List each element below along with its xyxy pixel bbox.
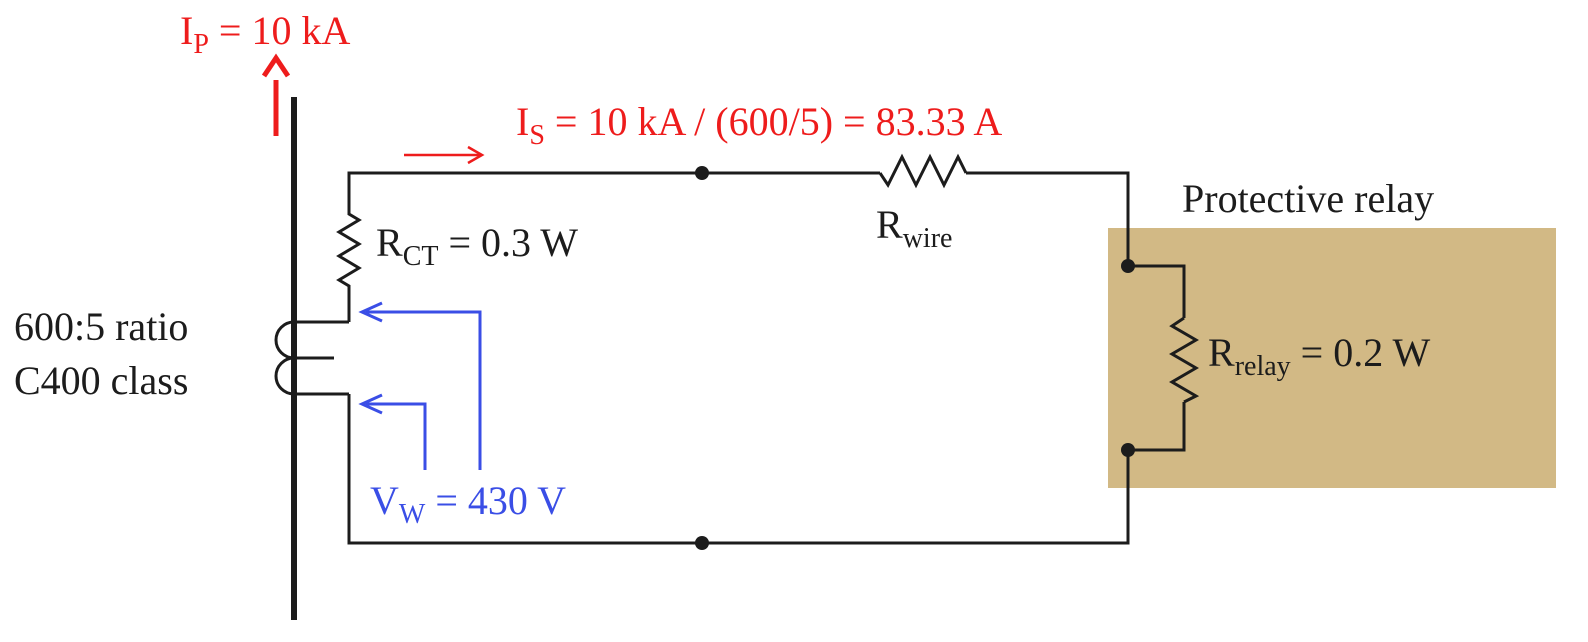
ct-ratio-label: 600:5 ratio (14, 304, 188, 349)
junction-dot (695, 536, 709, 550)
ct-resistor (336, 205, 362, 290)
ct-secondary-winding (274, 320, 349, 396)
junction-dot (1121, 259, 1135, 273)
secondary-current-arrow (404, 145, 485, 165)
protective-relay-label: Protective relay (1182, 176, 1434, 221)
ct-class-label: C400 class (14, 358, 188, 403)
primary-current-label: IP = 10 kA (180, 8, 350, 60)
wire-resistance-label: Rwire (876, 202, 952, 254)
secondary-circuit-wiring (336, 153, 1200, 545)
voltage-arrows (358, 301, 482, 470)
junction-dot (695, 166, 709, 180)
knee-voltage-label: VW = 430 V (370, 478, 566, 530)
relay-resistance-label: Rrelay = 0.2 W (1208, 330, 1430, 382)
relay-resistor (1169, 316, 1200, 404)
ct-resistance-label: RCT = 0.3 W (376, 220, 578, 272)
junction-dot (1121, 443, 1135, 457)
wire-resistor (878, 153, 968, 189)
secondary-current-label: IS = 10 kA / (600/5) = 83.33 A (516, 99, 1002, 151)
primary-current-arrow (261, 53, 291, 136)
